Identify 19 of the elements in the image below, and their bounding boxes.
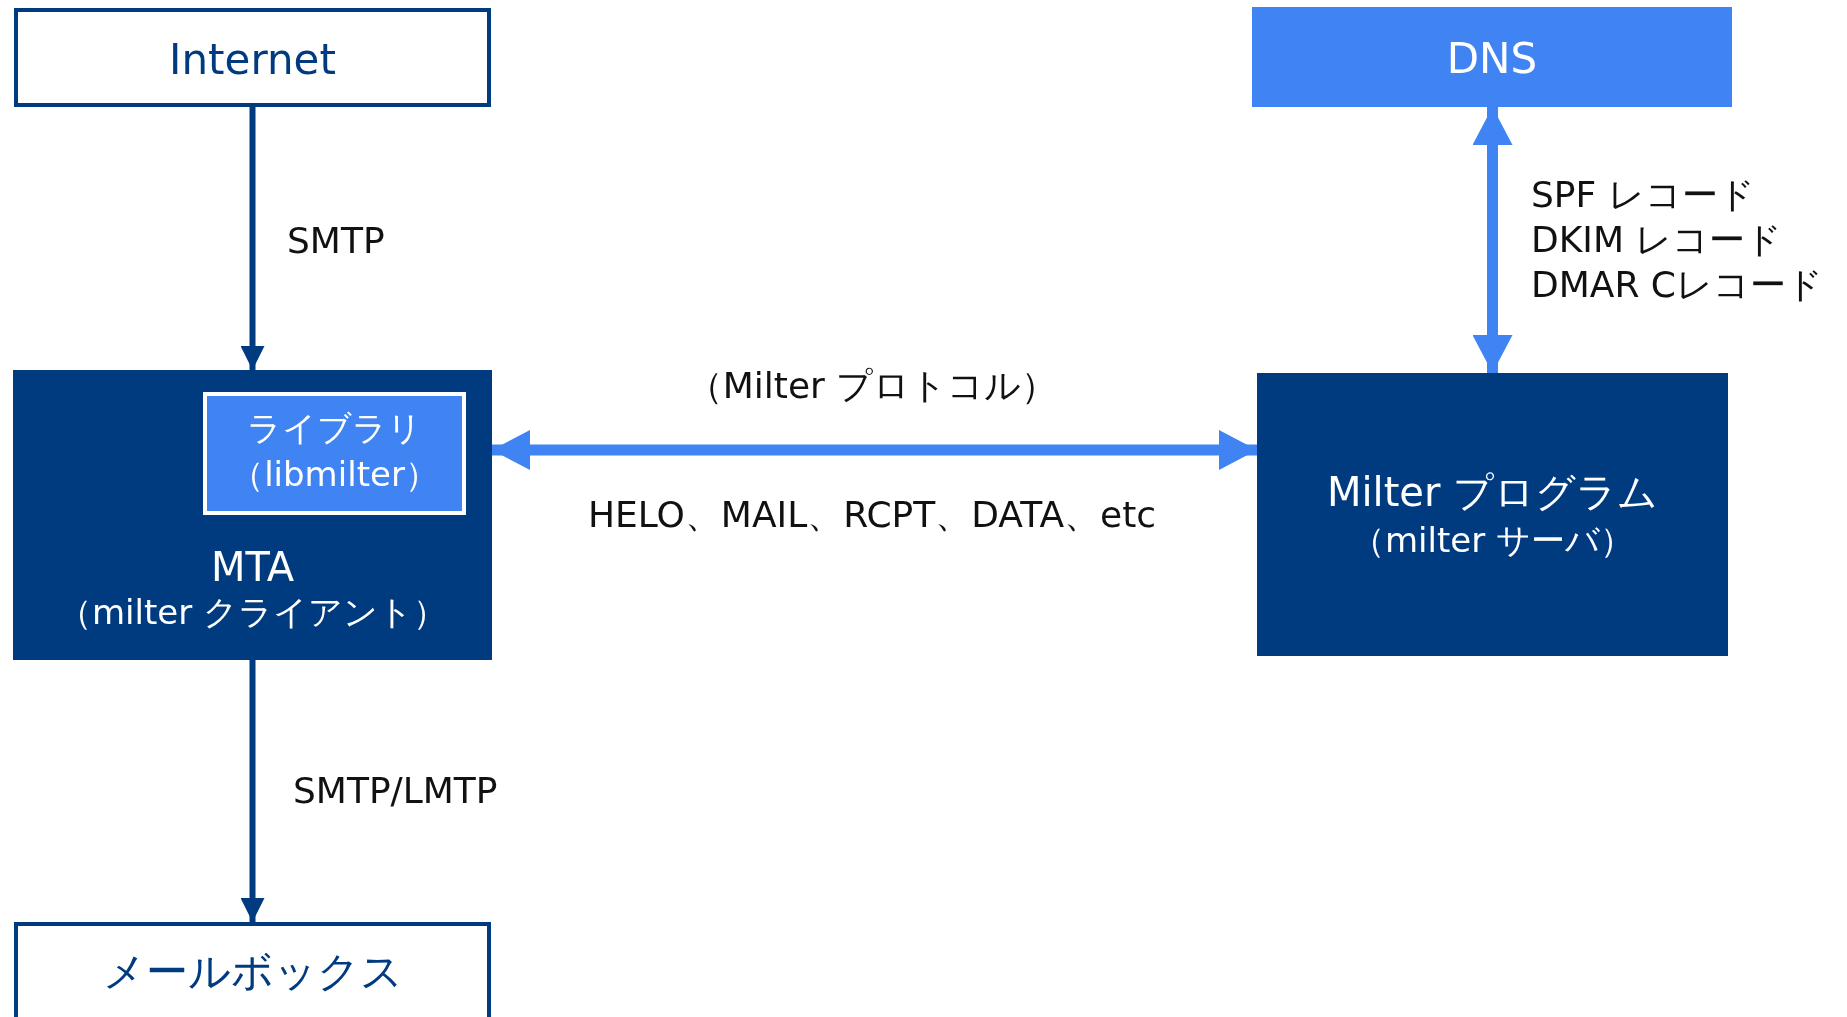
arrow	[240, 107, 265, 370]
node-title: Internet	[168, 34, 337, 86]
node-title: メールボックス	[101, 946, 404, 998]
node-subtitle: （libmilter）	[229, 453, 440, 495]
dns-box	[1252, 7, 1732, 107]
node-title: ライブラリ	[246, 407, 423, 449]
arrow	[492, 430, 1257, 470]
mailbox-box	[14, 922, 491, 1017]
internet-box	[14, 8, 491, 107]
milter-program-box	[1257, 373, 1728, 656]
node-title: DNS	[1445, 33, 1539, 85]
node-subtitle: （milter サーバ）	[1349, 519, 1636, 561]
arrow	[240, 660, 265, 922]
node-title: Milter プログラム	[1325, 468, 1660, 516]
node-title: MTA	[209, 543, 296, 591]
mta-box	[13, 370, 492, 660]
library-box	[203, 392, 466, 515]
arrow	[1472, 107, 1513, 373]
node-subtitle: （milter クライアント）	[56, 591, 449, 633]
